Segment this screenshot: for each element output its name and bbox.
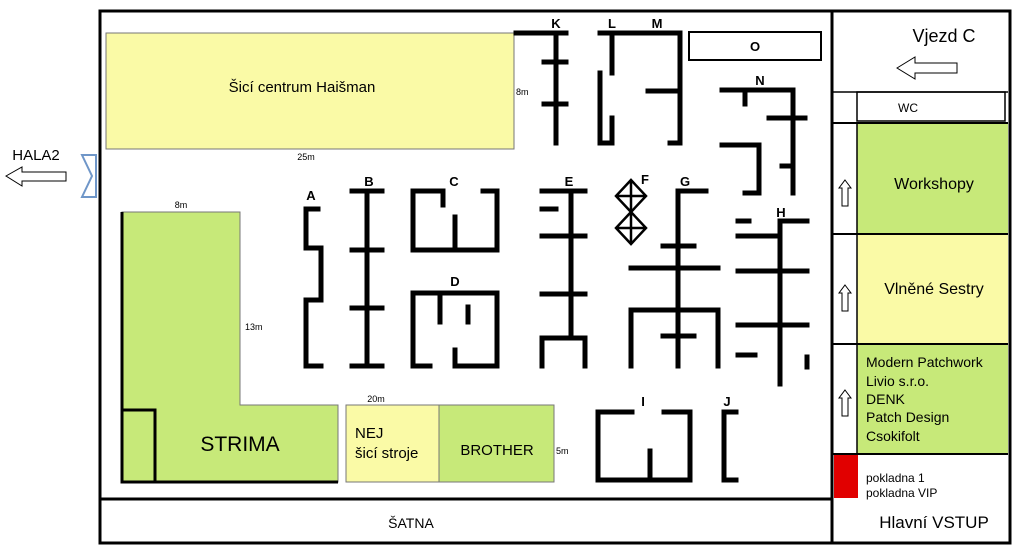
dim-strima-bottom: 20m <box>367 394 385 404</box>
exhibitor-4: Csokifolt <box>866 428 920 444</box>
stand-g-label: G <box>680 174 690 189</box>
stand-n-label: N <box>755 73 764 88</box>
stand-n[interactable] <box>719 87 808 196</box>
area-exhibitors[interactable] <box>857 345 1008 453</box>
stand-j-label: J <box>723 394 730 409</box>
area-workshopy[interactable] <box>857 124 1008 233</box>
exhibitor-3: Patch Design <box>866 409 949 425</box>
stand-c-label: C <box>449 174 459 189</box>
wc-label: WC <box>898 101 918 115</box>
stand-d[interactable] <box>410 290 500 369</box>
strima-box <box>120 408 157 484</box>
stand-a[interactable] <box>303 206 324 369</box>
dim-haisman-height: 8m <box>516 87 529 97</box>
stand-j[interactable] <box>721 409 739 483</box>
stand-l-label: L <box>608 16 616 31</box>
exhibitor-2: DENK <box>866 391 906 407</box>
dim-strima-top: 8m <box>175 200 188 210</box>
cashier-vip-label: pokladna VIP <box>866 486 937 500</box>
stand-f[interactable] <box>614 178 648 246</box>
corridor-arrow-icon <box>838 389 852 417</box>
stand-m-label: M <box>652 16 663 31</box>
stand-e-label: E <box>565 174 574 189</box>
area-vlnene-sestry[interactable] <box>857 235 1008 343</box>
stand-a-label: A <box>306 188 316 203</box>
dim-haisman-width: 25m <box>297 152 315 162</box>
stand-h-label: H <box>776 205 785 220</box>
area-haisman-label: Šicí centrum Haišman <box>229 79 376 96</box>
stand-c[interactable] <box>410 188 500 253</box>
stand-letters: A B C D E F G H I J K L M N O <box>306 16 785 409</box>
stand-k[interactable] <box>513 30 569 146</box>
stand-d-label: D <box>450 274 459 289</box>
stand-e[interactable] <box>539 188 588 369</box>
cashier-marker <box>834 455 858 498</box>
stand-f-label: F <box>641 172 649 187</box>
corridor-arrow-icon <box>838 284 852 312</box>
stand-l-m[interactable] <box>597 30 683 146</box>
main-entrance-label: Hlavní VSTUP <box>879 513 989 532</box>
area-nej[interactable] <box>345 404 440 483</box>
area-strima-label: STRIMA <box>200 433 279 456</box>
stand-o-label: O <box>750 39 760 54</box>
area-nej-label-2: šicí stroje <box>355 445 418 462</box>
corridor-arrow-icon <box>838 179 852 207</box>
hala2-label: HALA2 <box>12 147 60 164</box>
stand-i-label: I <box>641 394 645 409</box>
cloakroom-frame <box>98 497 834 545</box>
stand-k-label: K <box>551 16 561 31</box>
wc-box[interactable] <box>856 91 1006 122</box>
hala2-door[interactable] <box>80 154 97 198</box>
stand-b[interactable] <box>349 188 385 369</box>
exhibitor-0: Modern Patchwork <box>866 354 984 370</box>
area-nej-label-1: NEJ <box>355 425 383 442</box>
stand-g[interactable] <box>628 188 721 369</box>
stand-i[interactable] <box>595 409 693 483</box>
hala2-arrow-icon <box>5 166 67 187</box>
area-brother-label: BROTHER <box>460 442 534 459</box>
right-panel-frame <box>830 9 1012 545</box>
vlnene-sestry-label: Vlněné Sestry <box>884 281 984 298</box>
dim-strima-side: 13m <box>245 322 263 332</box>
cashier-1-label: pokladna 1 <box>866 471 925 485</box>
entry-c-arrow-icon <box>896 56 958 80</box>
exhibitor-1: Livio s.r.o. <box>866 373 929 389</box>
stand-h[interactable] <box>735 218 810 387</box>
entry-c-label: Vjezd C <box>912 26 975 46</box>
workshopy-label: Workshopy <box>894 176 974 193</box>
stand-o[interactable] <box>688 31 822 61</box>
cloakroom-label: ŠATNA <box>388 515 434 531</box>
dim-brother-height: 5m <box>556 446 569 456</box>
area-brother[interactable] <box>438 404 555 483</box>
stand-b-label: B <box>364 174 373 189</box>
area-haisman[interactable] <box>105 32 515 150</box>
